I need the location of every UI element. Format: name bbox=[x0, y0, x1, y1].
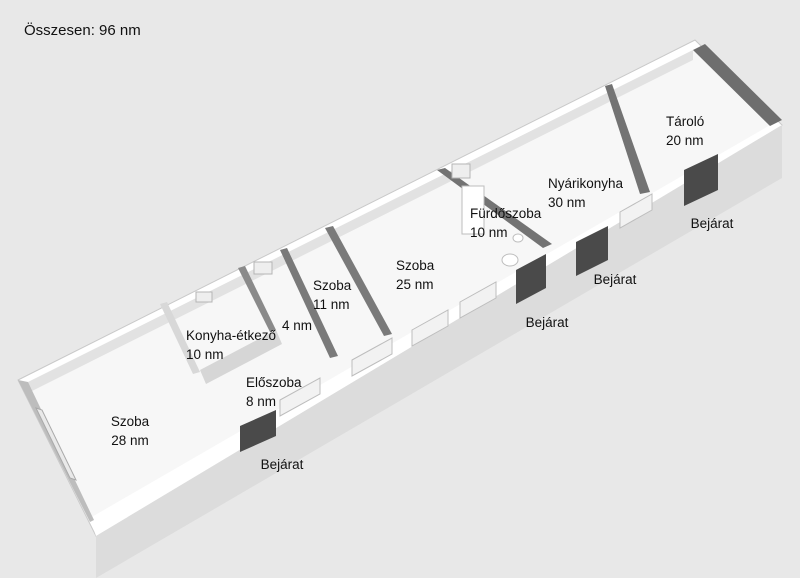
back-windows bbox=[195, 163, 471, 303]
entrance-label-3: Bejárat bbox=[593, 272, 637, 287]
room-area: 28 nm bbox=[111, 433, 149, 448]
room-area: 8 nm bbox=[246, 394, 277, 409]
room-label-tarolo: Tároló 20 nm bbox=[666, 112, 704, 150]
room-label-nyarikonyha: Nyárikonyha 30 nm bbox=[548, 174, 623, 212]
door-3 bbox=[576, 226, 608, 276]
room-name: Nyárikonyha bbox=[548, 176, 624, 191]
left-end-wall bbox=[18, 380, 94, 522]
door-1 bbox=[240, 410, 276, 452]
front-wall bbox=[96, 125, 782, 578]
room-name: Tároló bbox=[666, 114, 705, 129]
total-area: Összesen: 96 nm bbox=[24, 22, 141, 39]
room-area: 25 nm bbox=[396, 277, 434, 292]
room-area: 20 nm bbox=[666, 133, 704, 148]
room-name: Szoba bbox=[313, 278, 352, 293]
room-label-szoba-25: Szoba 25 nm bbox=[396, 256, 434, 294]
room-name: Konyha-étkező bbox=[186, 328, 277, 343]
room-area: 10 nm bbox=[470, 225, 508, 240]
front-windows bbox=[279, 193, 653, 417]
room-area: 30 nm bbox=[548, 195, 586, 210]
right-end-wall bbox=[693, 44, 782, 126]
room-area: 11 nm bbox=[313, 297, 350, 312]
room-label-4nm: 4 nm bbox=[282, 316, 312, 335]
entrance-label-2: Bejárat bbox=[525, 315, 569, 330]
bathroom-fixtures bbox=[461, 185, 524, 267]
room-label-furdoszoba: Fürdőszoba 10 nm bbox=[470, 204, 541, 242]
entrance-label-1: Bejárat bbox=[260, 457, 304, 472]
room-label-szoba-28: Szoba 28 nm bbox=[111, 412, 149, 450]
room-label-szoba-11: Szoba 11 nm bbox=[313, 276, 351, 314]
doors bbox=[240, 154, 718, 452]
left-window bbox=[35, 407, 77, 481]
door-2 bbox=[516, 254, 546, 304]
room-area: 4 nm bbox=[282, 318, 313, 333]
room-label-konyha: Konyha-étkező 10 nm bbox=[186, 326, 276, 364]
entrance-label-4: Bejárat bbox=[690, 216, 734, 231]
room-name: Előszoba bbox=[246, 375, 302, 390]
room-label-eloszoba: Előszoba 8 nm bbox=[246, 373, 302, 411]
room-name: Fürdőszoba bbox=[470, 206, 542, 221]
floor bbox=[28, 50, 770, 520]
partition-walls bbox=[160, 84, 650, 384]
room-name: Szoba bbox=[110, 414, 150, 429]
room-area: 10 nm bbox=[186, 347, 224, 362]
back-wall bbox=[28, 50, 693, 392]
door-4 bbox=[684, 154, 718, 206]
room-name: Szoba bbox=[396, 258, 435, 273]
